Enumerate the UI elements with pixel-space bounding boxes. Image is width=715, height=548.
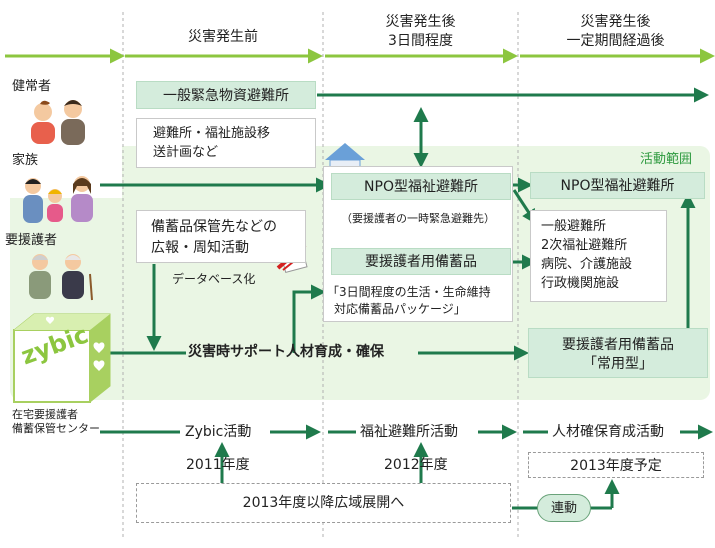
healthy-people-icon (31, 100, 85, 145)
package-line2: 対応備蓄品パッケージ」 (334, 302, 466, 316)
pr-line2: 広報・周知活動 (151, 240, 249, 256)
link-label: 連動 (550, 501, 577, 516)
transport-plan-box: 避難所・福祉施設移 送計画など (136, 118, 316, 168)
supplies-box: 要援護者用備蓄品 (331, 248, 511, 275)
activity-zybic: Zybic活動 (185, 424, 252, 440)
label-family: 家族 (12, 153, 39, 168)
activity-shelter: 福祉避難所活動 (360, 424, 458, 440)
facility-item: 一般避難所 (541, 219, 607, 234)
main-flow-label: 災害時サポート人材育成・確保 (188, 344, 384, 360)
family-people-icon (23, 176, 93, 223)
expansion-label: 2013年度以降広域展開へ (242, 495, 405, 511)
link-badge: 連動 (537, 494, 591, 522)
expansion-box: 2013年度以降広域展開へ (136, 483, 511, 523)
zybic-cube-icon (13, 313, 111, 403)
year-2013-plan-box: 2013年度予定 (528, 452, 704, 478)
npo-subtitle: （要援護者の一時緊急避難先） (341, 212, 495, 225)
package-line1: 「3日間程度の生活・生命維持 (327, 285, 491, 299)
database-label: データベース化 (172, 272, 256, 286)
pr-box: 備蓄品保管先などの 広報・周知活動 (136, 210, 306, 263)
pr-line1: 備蓄品保管先などの (151, 219, 277, 235)
general-shelter-label: 一般緊急物資避難所 (163, 88, 289, 104)
npo-shelter-right-box: NPO型福祉避難所 (530, 172, 705, 199)
supplies-right-line1: 要援護者用備蓄品 (562, 337, 674, 353)
activity-hr: 人材確保育成活動 (552, 424, 664, 440)
arrow-flow-to-package (292, 284, 326, 353)
activity-range-label: 活動範囲 (640, 152, 693, 167)
transport-plan-line2: 送計画など (153, 145, 219, 160)
header-after-period-line2: 一定期間経過後 (566, 33, 665, 49)
center-name-line2: 備蓄保管センター (12, 422, 100, 435)
label-needs-support: 要援護者 (5, 233, 58, 248)
center-name-line1: 在宅要援護者 (12, 408, 78, 421)
supplies-label: 要援護者用備蓄品 (365, 254, 477, 270)
facility-item: 病院、介護施設 (541, 257, 633, 272)
header-after-period-line1: 災害発生後 (580, 14, 651, 30)
facility-item: 行政機関施設 (541, 276, 620, 291)
npo-shelter-label: NPO型福祉避難所 (364, 179, 478, 195)
label-healthy: 健常者 (12, 79, 52, 94)
header-before: 災害発生前 (188, 29, 258, 45)
npo-shelter-right-label: NPO型福祉避難所 (560, 178, 675, 194)
header-after3-line1: 災害発生後 (385, 14, 456, 30)
facilities-box: 一般避難所 2次福祉避難所 病院、介護施設 行政機関施設 (530, 210, 667, 302)
general-shelter-box: 一般緊急物資避難所 (136, 81, 316, 109)
header-after3-line2: 3日間程度 (388, 33, 453, 49)
elderly-people-icon (29, 254, 93, 301)
year-2011: 2011年度 (186, 457, 250, 473)
supplies-right-line2: 「常用型」 (583, 356, 653, 372)
year-2012: 2012年度 (384, 457, 448, 473)
transport-plan-line1: 避難所・福祉施設移 (153, 126, 271, 141)
supplies-right-box: 要援護者用備蓄品 「常用型」 (528, 328, 708, 378)
facility-item: 2次福祉避難所 (541, 238, 628, 253)
year-2013-plan: 2013年度予定 (570, 458, 662, 474)
npo-shelter-box: NPO型福祉避難所 (331, 173, 511, 200)
